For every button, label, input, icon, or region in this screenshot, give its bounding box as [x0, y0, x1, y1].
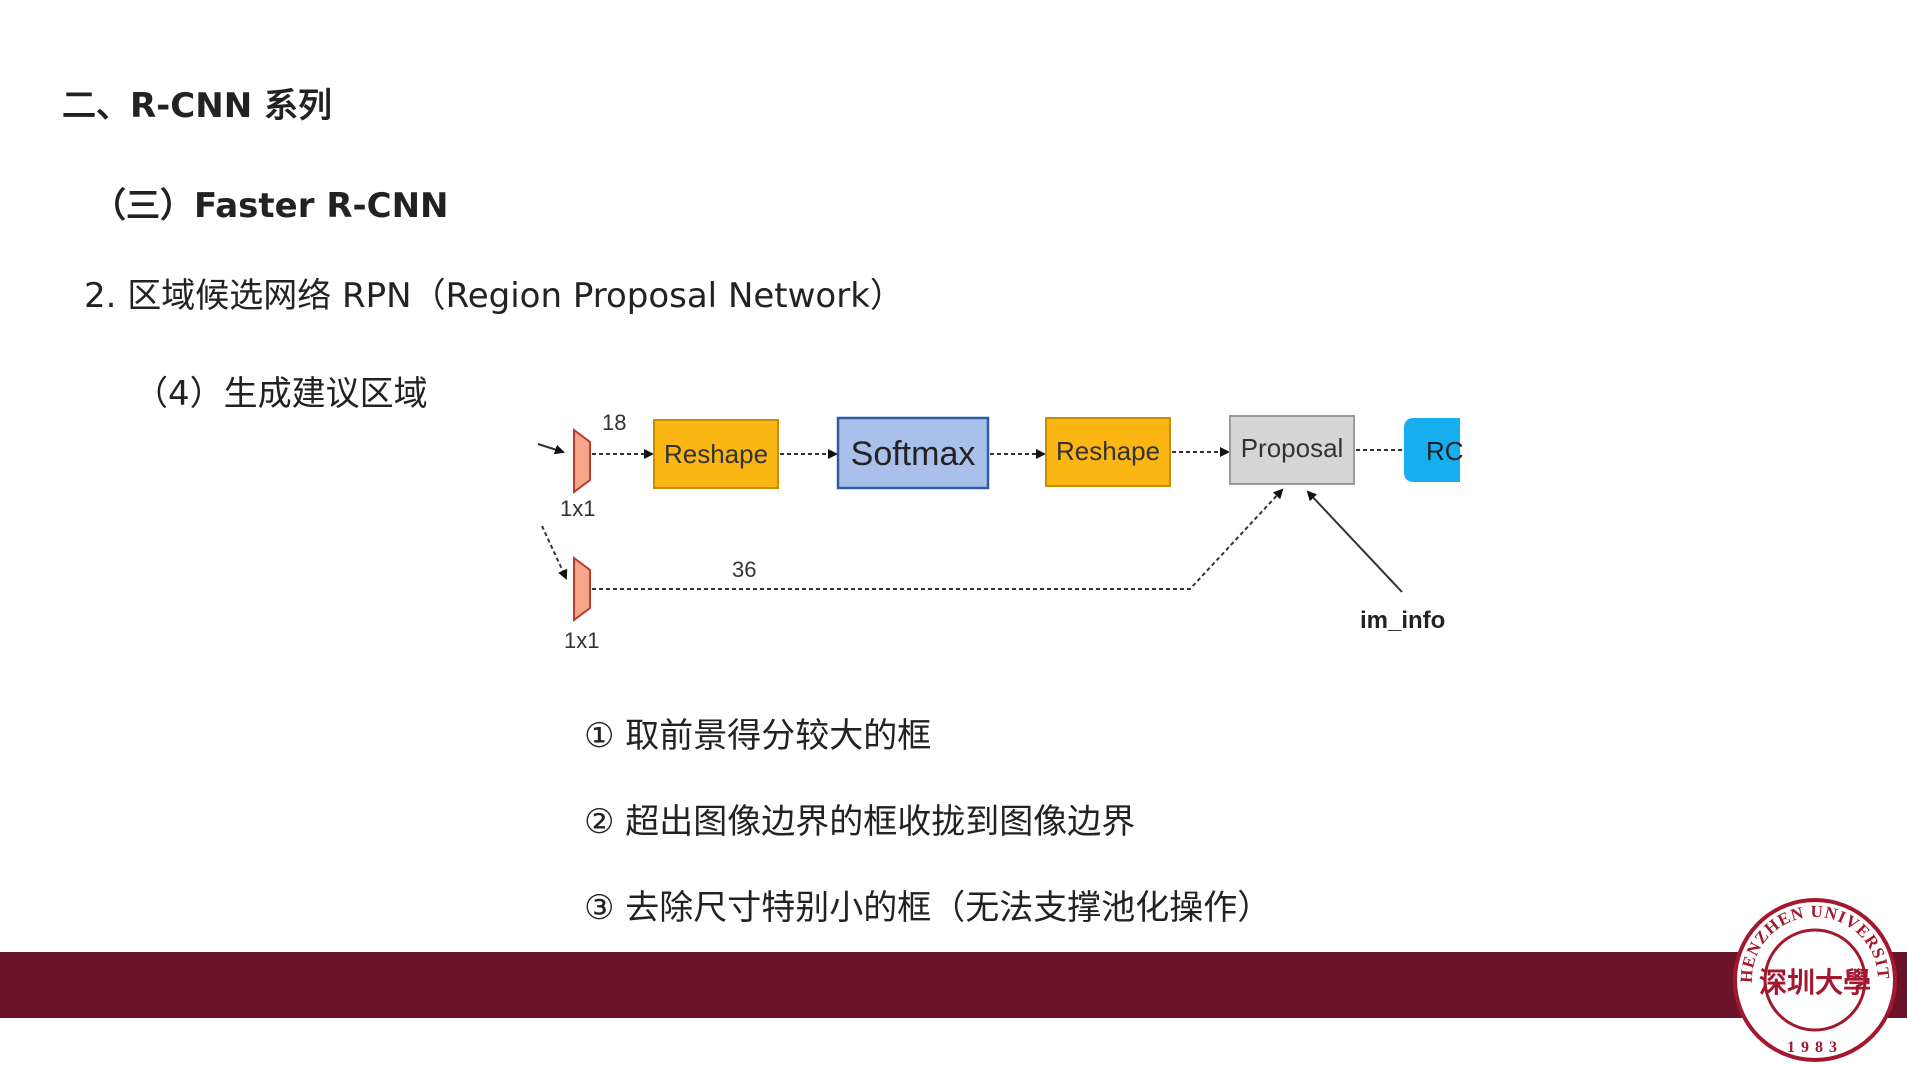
- section-title: 二、R-CNN 系列: [62, 86, 332, 126]
- seal-year: 1983: [1787, 1039, 1843, 1056]
- seal-center-text: 深圳大學: [1759, 966, 1871, 999]
- roi-box-partial: [1404, 418, 1460, 482]
- bullet-item: ① 取前景得分较大的框: [584, 716, 932, 756]
- conv-top-label: 1x1: [560, 496, 595, 521]
- proposal-box: [1229, 415, 1355, 485]
- reshape-2-box: [1045, 417, 1171, 487]
- reshape-1-box: [653, 419, 779, 489]
- proposal-label: Proposal: [1241, 433, 1344, 463]
- conv-1x1-top: [573, 428, 591, 494]
- input-arrow-bottom: [541, 525, 568, 580]
- arrow-im-info-to-proposal: [1306, 490, 1403, 593]
- shenzhen-university-seal: SHENZHEN UNIVERSITY 深圳大學 1983: [1730, 896, 1897, 1062]
- reshape-1-label: Reshape: [664, 439, 768, 469]
- rpn-proposal-diagram: 1x1 18 1x1 36 Reshape Softmax Reshape Pr…: [537, 410, 1464, 653]
- softmax-label: Softmax: [851, 435, 976, 473]
- conv-bottom-label: 1x1: [564, 628, 599, 653]
- im-info-label: im_info: [1360, 607, 1445, 634]
- bullet-item: ② 超出图像边界的框收拢到图像边界: [584, 802, 1136, 842]
- footer-band: [0, 952, 1907, 1018]
- conv-top-channels: 18: [602, 410, 626, 435]
- conv-1x1-bottom: [573, 556, 591, 622]
- step-line: （4）生成建议区域: [134, 374, 428, 414]
- bullet-item: ③ 去除尺寸特别小的框（无法支撑池化操作）: [584, 888, 1272, 928]
- subsection-title: （三）Faster R-CNN: [92, 186, 449, 226]
- topic-line: 2. 区域候选网络 RPN（Region Proposal Network）: [84, 276, 904, 316]
- softmax-box: [836, 416, 990, 490]
- reshape-2-label: Reshape: [1056, 436, 1160, 466]
- arrow-bbox-to-proposal: [592, 488, 1284, 590]
- input-arrow-top: [537, 443, 565, 455]
- conv-bottom-channels: 36: [732, 557, 756, 582]
- roi-partial-label: RC: [1426, 436, 1464, 466]
